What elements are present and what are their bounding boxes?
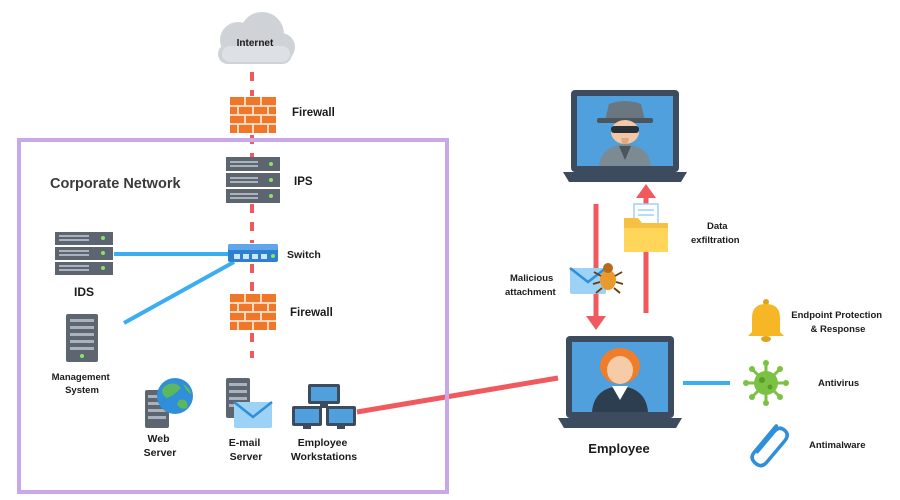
edr-line-2: & Response [811, 324, 866, 335]
email-server-label: E-mail Server [229, 437, 263, 463]
data-exfiltration-line-1: Data [707, 221, 728, 232]
brick-wall-icon [230, 294, 276, 330]
ids-label: IDS [74, 285, 94, 299]
link-mgmt-switch [123, 260, 235, 325]
arrow-attachment-head [586, 316, 606, 330]
management-system-line-2: System [65, 385, 99, 396]
switch-label: Switch [287, 249, 321, 261]
employee-workstations-line-1: Employee [298, 437, 348, 449]
ips-label: IPS [294, 176, 313, 188]
workstations-icon [292, 384, 356, 429]
malicious-attachment-label: Malicious attachment [505, 273, 557, 298]
paperclip-icon [750, 424, 789, 468]
virus-icon [743, 360, 789, 406]
network-switch-icon [228, 244, 278, 262]
cloud-icon [218, 12, 295, 64]
server-rack-icon [226, 157, 280, 203]
web-server-line-2: Server [144, 447, 177, 459]
envelope-icon [233, 401, 273, 428]
data-exfiltration-line-2: exfiltration [691, 235, 740, 246]
management-system-line-1: Management [52, 372, 111, 383]
firewall-inner-label: Firewall [290, 307, 333, 319]
malicious-attachment-line-1: Malicious [510, 273, 553, 284]
arrow-exfil-head [636, 184, 656, 198]
link-workstations-employee [356, 375, 559, 415]
globe-icon [157, 378, 193, 414]
web-server-label: Web Server [144, 433, 177, 459]
email-server-line-2: Server [230, 451, 263, 463]
employee-workstations-line-2: Workstations [291, 451, 357, 463]
employee-workstations-label: Employee Workstations [291, 437, 357, 463]
data-exfiltration-label: Data exfiltration [691, 221, 740, 246]
folder-icon [624, 203, 668, 252]
employee-laptop-icon [558, 336, 682, 428]
server-tower-icon [66, 314, 98, 362]
bug-icon [592, 263, 624, 294]
edr-line-1: Endpoint Protection [791, 310, 882, 321]
bell-icon [748, 299, 784, 342]
antivirus-label: Antivirus [818, 378, 859, 389]
email-server-line-1: E-mail [229, 437, 261, 449]
management-system-label: Management System [52, 372, 113, 396]
brick-wall-icon [230, 97, 276, 133]
server-rack-icon [55, 232, 113, 275]
firewall-top-label: Firewall [292, 107, 335, 119]
hacker-laptop-icon [563, 90, 687, 182]
employee-label: Employee [588, 441, 649, 456]
antimalware-label: Antimalware [809, 440, 866, 451]
internet-label: Internet [237, 38, 274, 49]
corporate-network-title: Corporate Network [50, 176, 181, 192]
edr-label: Endpoint Protection & Response [791, 310, 884, 335]
malicious-attachment-line-2: attachment [505, 287, 557, 298]
corporate-network-boundary [17, 138, 449, 494]
web-server-line-1: Web [148, 433, 170, 445]
